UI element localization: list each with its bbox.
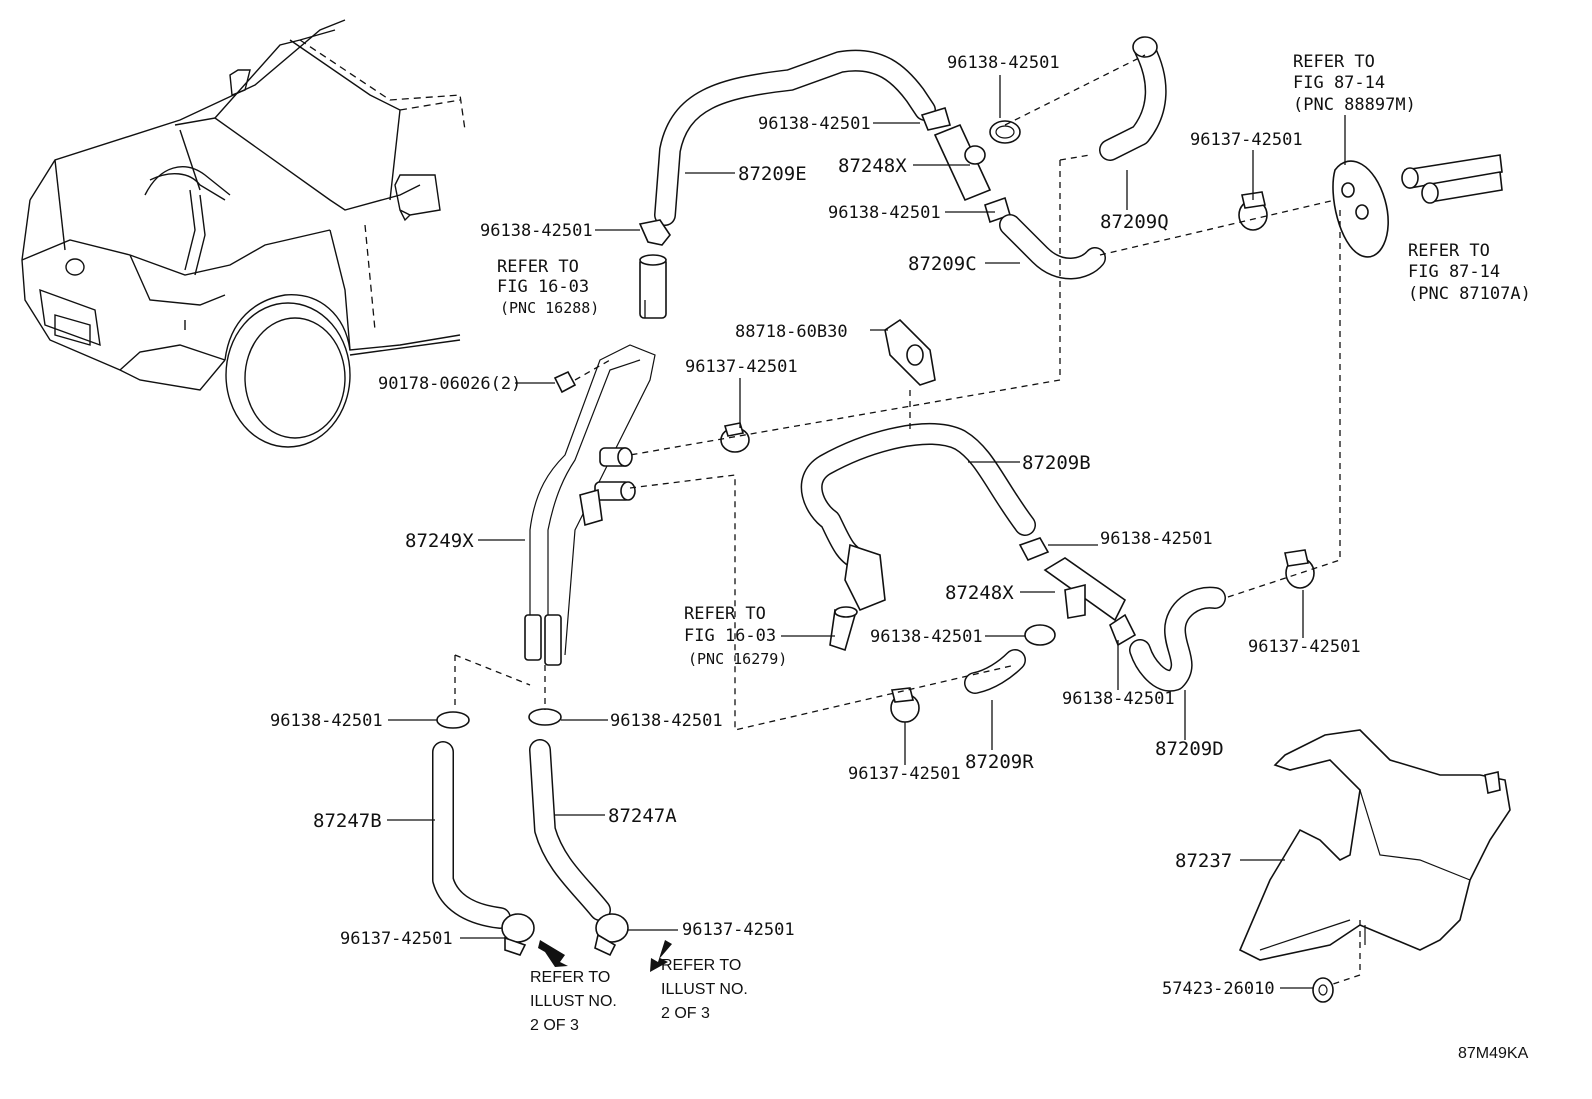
label-96137-right: 96137-42501: [1248, 637, 1361, 657]
ref-illust-left-line2: ILLUST NO.: [530, 993, 617, 1010]
clamp-96138-left-lower: [436, 711, 470, 729]
routing-dashed-lines: [454, 54, 1361, 986]
pipe-fig16-03-mid: [829, 606, 858, 652]
clamp-96138-mid-center: [1024, 624, 1056, 646]
label-87209r: 87209R: [965, 751, 1034, 773]
label-96138-top-right: 96138-42501: [947, 53, 1060, 73]
ref-fig16-03-top-line2: FIG 16-03: [497, 277, 589, 297]
part-labels: 96138-42501 96138-42501 87248X 96138-425…: [270, 53, 1361, 999]
ref-fig16-03-mid-line3: (PNC 16279): [688, 650, 787, 668]
clamp-96138-upper-left: [638, 219, 671, 246]
clamp-96137-bottom-center: [594, 913, 629, 957]
clamp-96138-mid-right: [1109, 613, 1137, 647]
ref-illust-left: REFER TO ILLUST NO. 2 OF 3: [530, 969, 617, 1034]
clamp-96137-top: [1238, 191, 1268, 231]
clamp-96138-right-mid: [1018, 537, 1050, 562]
clamp-96137-center-lower: [890, 687, 920, 723]
label-96137-bottom-left: 96137-42501: [340, 929, 453, 949]
hose-87209q: [1099, 36, 1167, 161]
label-90178: 90178-06026(2): [378, 374, 521, 394]
ref-fig87-14-top-line3: (PNC 88897M): [1293, 95, 1416, 115]
label-88718: 88718-60B30: [735, 322, 848, 342]
hose-87247a: [529, 739, 611, 921]
vehicle-outline: [21, 19, 466, 448]
label-96138-mid-right: 96138-42501: [1062, 689, 1175, 709]
clip-57423: [1312, 977, 1334, 1003]
ref-fig87-14-right-line2: FIG 87-14: [1408, 262, 1500, 282]
cover-87237: [1238, 729, 1511, 961]
clip-90178: [553, 370, 577, 394]
label-96138-left-upper: 96138-42501: [480, 221, 593, 241]
label-96138-under-87248x: 96138-42501: [828, 203, 941, 223]
label-57423: 57423-26010: [1162, 979, 1275, 999]
hose-87209e: [654, 49, 936, 226]
clamp-96138-center-lower: [528, 708, 562, 726]
ref-illust-right-line2: ILLUST NO.: [661, 981, 748, 998]
ref-fig16-03-mid-line1: REFER TO: [684, 604, 766, 624]
bracket-88718: [884, 318, 936, 386]
label-96137-top: 96137-42501: [1190, 130, 1303, 150]
pipes-87107a: [1401, 154, 1503, 204]
hose-87209b: [800, 423, 1036, 612]
arrow-icon: [538, 940, 672, 972]
ref-fig16-03-mid-line2: FIG 16-03: [684, 626, 776, 646]
ref-illust-right-line1: REFER TO: [661, 957, 741, 974]
tee-87248x-mid: [1043, 557, 1127, 622]
label-96138-top-mid: 96138-42501: [758, 114, 871, 134]
label-96138-mid-center: 96138-42501: [870, 627, 983, 647]
ref-fig87-14-right: REFER TO FIG 87-14 (PNC 87107A): [1408, 241, 1531, 304]
ref-illust-left-line1: REFER TO: [530, 969, 610, 986]
label-87248x-mid: 87248X: [945, 582, 1014, 604]
label-87209c: 87209C: [908, 253, 977, 275]
grommet-88897m: [1332, 160, 1389, 258]
label-96137-bottom-center: 96137-42501: [682, 920, 795, 940]
clamp-96137-bottom-left: [501, 913, 535, 956]
label-87209e: 87209E: [738, 163, 807, 185]
pipe-fig16-03-top: [639, 254, 667, 319]
clamp-96137-mid: [720, 422, 750, 453]
clamp-96138-top: [989, 120, 1021, 144]
hose-87209r: [964, 649, 1026, 694]
label-87209b: 87209B: [1022, 452, 1091, 474]
label-87249x: 87249X: [405, 530, 474, 552]
label-96137-mid: 96137-42501: [685, 357, 798, 377]
clamp-96137-right: [1284, 549, 1315, 589]
reference-notes: REFER TO FIG 16-03 (PNC 16288) REFER TO …: [497, 52, 1531, 1034]
hose-87209d: [1129, 586, 1226, 692]
label-96138-center-lower: 96138-42501: [610, 711, 723, 731]
hose-87209c: [999, 214, 1106, 280]
ref-fig16-03-top-line1: REFER TO: [497, 257, 579, 277]
ref-fig16-03-top-line3: (PNC 16288): [500, 299, 599, 317]
label-96138-left-lower: 96138-42501: [270, 711, 383, 731]
ref-illust-right: REFER TO ILLUST NO. 2 OF 3: [661, 957, 748, 1022]
label-87248x-top: 87248X: [838, 155, 907, 177]
ref-fig87-14-right-line3: (PNC 87107A): [1408, 284, 1531, 304]
label-87247b: 87247B: [313, 810, 382, 832]
ref-fig16-03-top: REFER TO FIG 16-03 (PNC 16288): [497, 257, 599, 317]
label-96137-center-lower: 96137-42501: [848, 764, 961, 784]
label-87247a: 87247A: [608, 805, 677, 827]
ref-illust-right-line3: 2 OF 3: [661, 1005, 710, 1022]
label-87237: 87237: [1175, 850, 1232, 872]
ref-illust-left-line3: 2 OF 3: [530, 1017, 579, 1034]
diagram-code: 87M49KA: [1458, 1045, 1529, 1062]
ref-fig87-14-top: REFER TO FIG 87-14 (PNC 88897M): [1293, 52, 1416, 115]
label-87209q: 87209Q: [1100, 211, 1169, 233]
ref-fig16-03-mid: REFER TO FIG 16-03 (PNC 16279): [684, 604, 787, 668]
label-96138-right-mid: 96138-42501: [1100, 529, 1213, 549]
ref-fig87-14-right-line1: REFER TO: [1408, 241, 1490, 261]
label-87209d: 87209D: [1155, 738, 1224, 760]
ref-fig87-14-top-line2: FIG 87-14: [1293, 73, 1385, 93]
leader-lines: [387, 75, 1346, 989]
ref-fig87-14-top-line1: REFER TO: [1293, 52, 1375, 72]
pipe-assembly-87249x: [524, 344, 656, 666]
hose-87247b: [432, 741, 511, 929]
